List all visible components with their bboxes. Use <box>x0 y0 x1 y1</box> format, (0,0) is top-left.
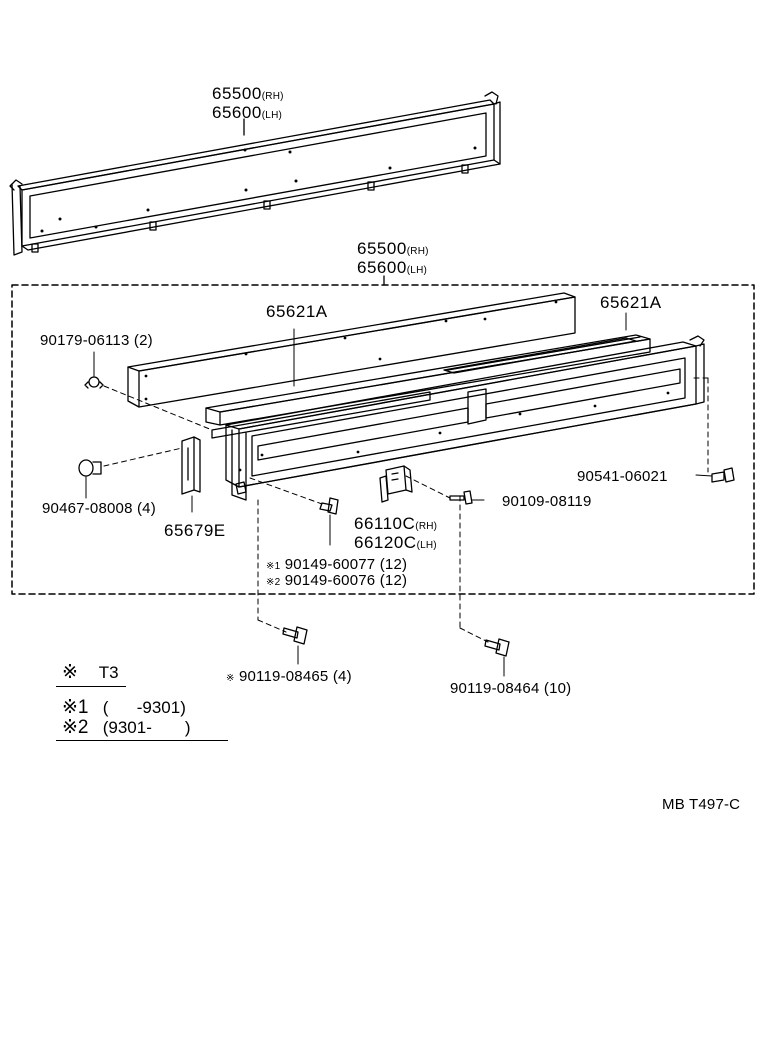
clip-fastener <box>84 376 104 389</box>
bolt-bottom-label: 90119-08464 (10) <box>450 680 572 697</box>
hinge-suffix-lh: (LH) <box>416 540 437 551</box>
rivet-fastener <box>319 497 339 515</box>
rivet-2-mark: ※2 <box>266 577 281 588</box>
legend-row-2: ※2 (9301- ) <box>62 718 191 738</box>
catalog-code: MB T497-C <box>662 796 741 813</box>
rivet-2-callout: ※2 90149-60076 (12) <box>266 573 407 591</box>
bolt-right-fastener <box>711 467 735 483</box>
legend-mark-2: ※2 <box>62 717 89 738</box>
inner-board-left <box>127 292 576 408</box>
upper-panel-part-lh: 65600 <box>212 103 262 122</box>
rivet-2-part: 90149-60076 (12) <box>284 572 408 589</box>
assembly-part-lh: 65600 <box>357 258 407 277</box>
legend-divider-bottom <box>56 740 228 741</box>
legend-row-0: ※ T3 <box>62 663 119 683</box>
assembly-suffix-lh: (LH) <box>406 265 428 276</box>
upper-panel-part-rh: 65500 <box>212 84 262 103</box>
bolt-left-mark: ※ <box>226 673 235 684</box>
bolt-right-label: 90541-06021 <box>577 468 668 485</box>
board-right-label: 65621A <box>600 293 662 312</box>
legend-text-0: T3 <box>98 663 119 682</box>
assembly-dashed-lines <box>103 377 709 643</box>
bolt-left-part: 90119-08465 (4) <box>238 668 352 685</box>
upper-side-panel <box>9 91 501 256</box>
legend-text-2: (9301- ) <box>102 718 191 737</box>
inner-board-middle <box>205 334 651 439</box>
screw-middle-fastener <box>449 490 473 505</box>
rivet-1-part: 90149-60077 (12) <box>284 556 408 573</box>
rivet-1-callout: ※1 90149-60077 (12) <box>266 557 407 575</box>
assembly-dashed-frame <box>11 284 755 595</box>
hinge-part-rh: 66110C <box>354 514 416 533</box>
bracket-part <box>181 436 201 495</box>
bolt-bottom-fastener <box>484 638 510 657</box>
grommet-fastener <box>78 459 102 477</box>
leader-lines <box>85 312 713 677</box>
grommet-label: 90467-08008 (4) <box>42 500 156 517</box>
bracket-label: 65679E <box>164 521 226 540</box>
assembly-part-rh: 65500 <box>357 239 407 258</box>
hinge-part-lh: 66120C <box>354 533 417 552</box>
assembly-suffix-rh: (RH) <box>406 246 429 257</box>
assembly-callout: 65500(RH) 65600(LH) <box>357 239 429 279</box>
upper-panel-suffix-lh: (LH) <box>261 110 283 121</box>
bolt-left-callout: ※ 90119-08465 (4) <box>226 669 352 687</box>
clip-label: 90179-06113 (2) <box>40 332 153 349</box>
legend-mark-1: ※1 <box>62 697 89 718</box>
legend-row-1: ※1 ( -9301) <box>62 698 186 718</box>
legend-mark-0: ※ <box>62 662 78 683</box>
hinge-callout: 66110C(RH) 66120C(LH) <box>354 514 438 554</box>
side-panel-frame <box>225 335 705 501</box>
hinge-part <box>379 465 413 503</box>
inner-board-right <box>443 337 637 374</box>
upper-panel-suffix-rh: (RH) <box>261 91 284 102</box>
board-left-label: 65621A <box>266 302 328 321</box>
legend-text-1: ( -9301) <box>102 698 186 717</box>
upper-panel-callout: 65500(RH) 65600(LH) <box>212 84 284 124</box>
hinge-suffix-rh: (RH) <box>415 521 438 532</box>
bolt-left-fastener <box>282 626 308 645</box>
legend-divider-top <box>56 686 126 687</box>
screw-middle-label: 90109-08119 <box>502 493 592 510</box>
rivet-1-mark: ※1 <box>266 561 281 572</box>
